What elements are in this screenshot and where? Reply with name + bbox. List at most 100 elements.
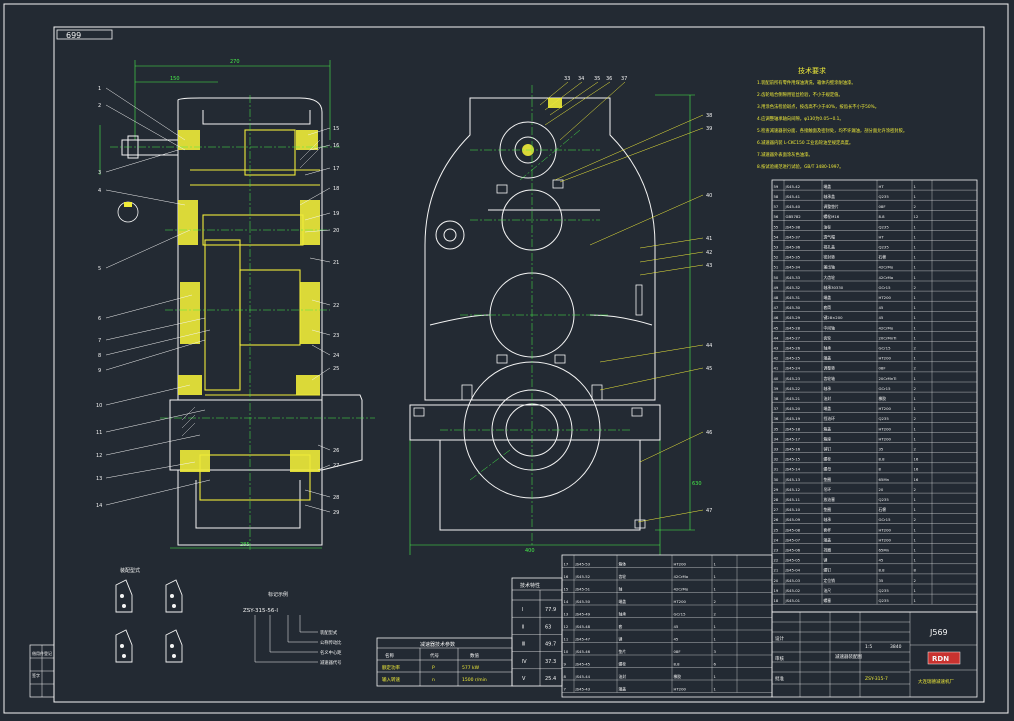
bom-cell: JS45-04 <box>785 568 801 573</box>
right-elevation-view[interactable]: 400 630 <box>409 76 712 555</box>
bom-cell: 2 <box>914 204 917 209</box>
bom-cell: 58 <box>774 194 779 199</box>
bom-bottom-cell: JS45-46 <box>575 649 591 654</box>
bom-cell: 1 <box>914 436 917 441</box>
callout-29: 29 <box>333 510 339 516</box>
bom-cell: 28 <box>774 497 779 502</box>
bom-cell: JS45-09 <box>785 517 801 522</box>
callout-1: 1 <box>98 86 101 92</box>
callout-43: 43 <box>706 263 712 269</box>
bom-cell: HT <box>879 184 885 189</box>
bom-cell: 44 <box>774 335 779 340</box>
perf-r0-c0: 额定功率 <box>382 664 400 671</box>
bom-cell: 调整垫片 <box>824 204 839 209</box>
left-section-view[interactable]: 270 150 285 <box>96 59 375 550</box>
bom-cell: 31 <box>774 467 779 472</box>
bom-bottom-cell: 端盖 <box>619 686 627 691</box>
bom-cell: JS45-06 <box>785 548 801 553</box>
bom-cell: 箱座 <box>824 436 832 441</box>
bom-cell: 16 <box>914 477 919 482</box>
bom-bottom-cell: 6 <box>714 661 717 666</box>
bom-cell: 销钉 <box>824 447 832 452</box>
callout-19: 19 <box>333 211 339 217</box>
bom-cell: 轴承盖 <box>824 194 836 199</box>
bom-cell: 20 <box>774 578 779 583</box>
bom-cell: 18 <box>774 598 779 603</box>
bom-bottom-cell: 1 <box>714 624 717 629</box>
bom-cell: 54 <box>774 234 779 239</box>
logo-text: RDN <box>932 655 949 663</box>
bom-bottom-cell: 16 <box>564 574 569 579</box>
bom-bottom-cell: JS45-44 <box>575 674 591 679</box>
bom-cell: 垫圈 <box>824 507 832 512</box>
tech-item-8: 8.按试验规范进行试验，GB/T 3480-1997。 <box>757 163 844 170</box>
bom-cell: 箱盖 <box>824 426 832 431</box>
bom-cell: Q235 <box>879 194 890 199</box>
bom-cell: 37 <box>774 406 779 411</box>
left-strip-0: 借用件登记 <box>32 650 52 656</box>
bom-cell: JS45-38 <box>785 224 801 229</box>
param-row-value: 49.7 <box>545 642 556 648</box>
bom-cell: 34 <box>774 436 779 441</box>
bom-bottom-cell: 12 <box>564 624 569 629</box>
drawing-id: ZSY-315-7 <box>865 676 888 682</box>
bom-cell: JS45-24 <box>785 366 801 371</box>
bom-cell: 47 <box>774 305 779 310</box>
callout-22: 22 <box>333 303 339 309</box>
bom-bottom-cell: 1 <box>714 561 717 566</box>
title-weight: 3840 <box>890 644 902 650</box>
callout-12: 12 <box>96 453 102 459</box>
dim-top: 270 <box>230 59 240 65</box>
bom-cell: 1 <box>914 426 917 431</box>
bom-bottom-cell: 橡胶 <box>674 674 682 679</box>
callout-34: 34 <box>578 76 584 82</box>
param-row-value: 63 <box>545 624 551 630</box>
bom-cell: JS45-36 <box>785 245 801 250</box>
callout-44: 44 <box>706 343 712 349</box>
perf-r1-c2: 1500 r/min <box>462 677 487 683</box>
bom-cell: 21 <box>774 568 779 573</box>
bom-cell: JS45-42 <box>785 184 801 189</box>
bom-bottom-cell: HT200 <box>674 561 687 566</box>
bom-cell: 套杯 <box>824 527 832 532</box>
bom-cell: 键 <box>824 558 828 563</box>
callout-40: 40 <box>706 193 712 199</box>
spec-label: ZSY-315-56-Ⅰ <box>243 608 278 614</box>
bom-bottom-cell: 08F <box>674 649 681 654</box>
callout-47: 47 <box>706 508 712 514</box>
bom-bottom-cell: 1 <box>714 636 717 641</box>
bom-cell: 油标 <box>824 224 832 229</box>
tech-item-1: 1.装配前所有零件用煤油清洗，箱体内壁涂耐油漆。 <box>757 79 856 86</box>
bom-cell: 1 <box>914 255 917 260</box>
param-row-label: Ⅰ <box>522 607 523 613</box>
bom-bottom-cell: 1 <box>714 574 717 579</box>
bom-cell: JS45-22 <box>785 386 801 391</box>
callout-39: 39 <box>706 126 712 132</box>
bom-cell: 65Mn <box>879 477 890 482</box>
callout-45: 45 <box>706 366 712 372</box>
bom-cell: 53 <box>774 245 779 250</box>
bom-bottom-cell: JS45-45 <box>575 661 591 666</box>
bom-cell: JS45-40 <box>785 204 801 209</box>
bom-bottom-cell: 轴 <box>619 586 623 591</box>
bom-cell: 轴承 <box>824 517 832 522</box>
title-block[interactable]: J569 RDN 大连瑞德减速机厂 1:5 3840 减速器装配图 设计 审核 … <box>771 611 978 698</box>
bom-cell: 键28×200 <box>824 315 844 320</box>
bom-cell: 轴承 <box>824 386 832 391</box>
bom-cell: HT200 <box>879 406 892 411</box>
bom-bottom-cell: JS45-47 <box>575 636 591 641</box>
bom-cell: 1 <box>914 295 917 300</box>
bom-cell: 螺栓 <box>824 457 832 462</box>
perf-table[interactable]: 减速器技术参数 名称 代号 数值 额定功率 P 577 kW 输入转速 n 15… <box>376 637 513 687</box>
bom-cell: HT200 <box>879 295 892 300</box>
bom-cell: 19 <box>774 588 779 593</box>
bom-cell: 57 <box>774 204 779 209</box>
bom-cell: 密封垫 <box>824 255 836 260</box>
bom-cell: Q235 <box>879 245 890 250</box>
bom-bottom-cell: 端盖 <box>619 599 627 604</box>
callout-26: 26 <box>333 448 339 454</box>
